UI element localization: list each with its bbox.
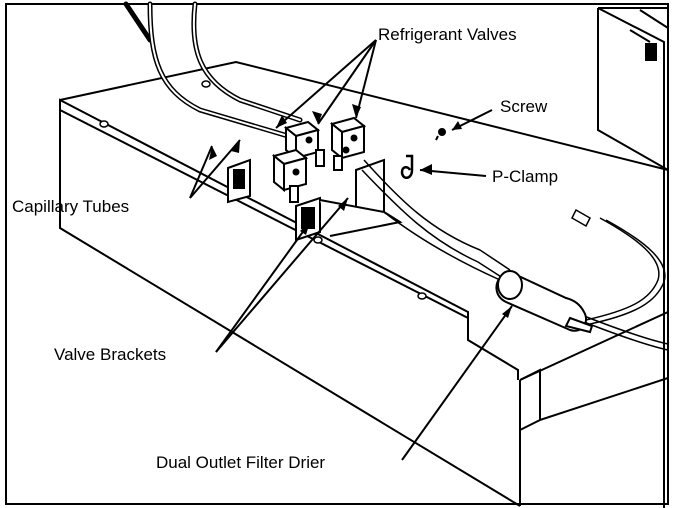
rail-holes: [99, 80, 427, 300]
valve-stems: [289, 149, 343, 203]
refrigerant-lines: [361, 159, 669, 351]
label-capillary-tubes: Capillary Tubes: [12, 197, 129, 216]
label-valve-brackets: Valve Brackets: [54, 345, 166, 364]
screw-part: [435, 128, 446, 141]
base-pan: [59, 60, 669, 507]
label-refrigerant-valves: Refrigerant Valves: [378, 25, 517, 44]
label-dual-outlet-filter-drier: Dual Outlet Filter Drier: [156, 453, 325, 472]
diagram-frame: [5, 3, 669, 505]
capillary-tubes: [123, 1, 303, 139]
refrigerant-valve-bodies: [271, 116, 367, 193]
filter-drier-body: [495, 270, 594, 334]
cabinet-housing: [597, 7, 669, 508]
p-clamp-part: [400, 154, 414, 179]
tube-fitting: [571, 208, 591, 228]
label-p-clamp: P-Clamp: [492, 167, 558, 186]
leader-arrows: [189, 39, 513, 461]
arrow-heads: [209, 104, 512, 318]
label-screw: Screw: [500, 97, 548, 116]
